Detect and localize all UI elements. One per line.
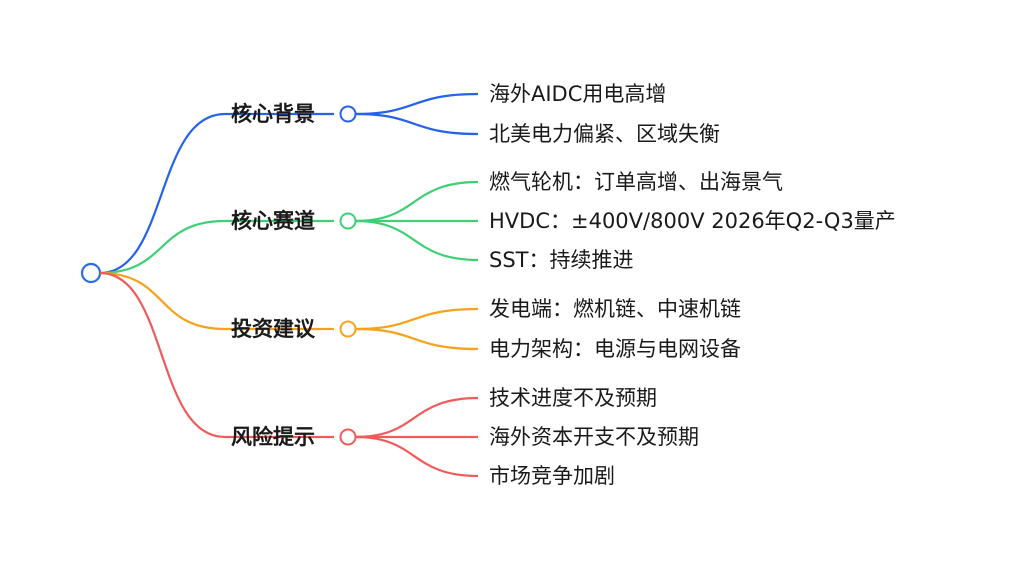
leaf-label[interactable]: 海外资本开支不及预期 (489, 425, 699, 449)
root-to-branch-edge (99, 271, 334, 439)
branch-to-leaf-edge (355, 327, 479, 351)
branch-to-leaf-edge (355, 435, 479, 478)
branch-to-leaf-edge (355, 112, 479, 136)
branch-node[interactable] (339, 105, 357, 123)
leaf-label[interactable]: 技术进度不及预期 (489, 386, 657, 410)
branch-to-leaf-edge (355, 219, 479, 262)
leaf-label[interactable]: 市场竞争加剧 (489, 464, 615, 488)
branch-label-risk[interactable]: 风险提示 (231, 425, 315, 449)
root-to-branch-edge (99, 219, 334, 275)
branch-label-background[interactable]: 核心背景 (231, 102, 315, 126)
leaf-label[interactable]: SST：持续推进 (489, 248, 634, 272)
root-to-branch-edge (99, 271, 334, 331)
branch-node[interactable] (339, 212, 357, 230)
branch-to-leaf-edge (355, 396, 479, 439)
leaf-label[interactable]: 海外AIDC用电高增 (489, 82, 667, 106)
root-to-branch-edge (99, 112, 334, 275)
leaf-label[interactable]: HVDC：±400V/800V 2026年Q2-Q3量产 (489, 209, 896, 233)
branch-label-tracks[interactable]: 核心赛道 (231, 209, 315, 233)
leaf-label[interactable]: 电力架构：电源与电网设备 (489, 337, 741, 361)
branch-to-leaf-edge (355, 92, 479, 116)
leaf-label[interactable]: 燃气轮机：订单高增、出海景气 (489, 170, 783, 194)
root-node[interactable] (80, 262, 102, 284)
branch-node[interactable] (339, 320, 357, 338)
branch-label-investment[interactable]: 投资建议 (231, 317, 315, 341)
leaf-label[interactable]: 北美电力偏紧、区域失衡 (489, 122, 720, 146)
leaf-label[interactable]: 发电端：燃机链、中速机链 (489, 297, 741, 321)
branch-to-leaf-edge (355, 307, 479, 331)
branch-to-leaf-edge (355, 180, 479, 223)
branch-node[interactable] (339, 428, 357, 446)
